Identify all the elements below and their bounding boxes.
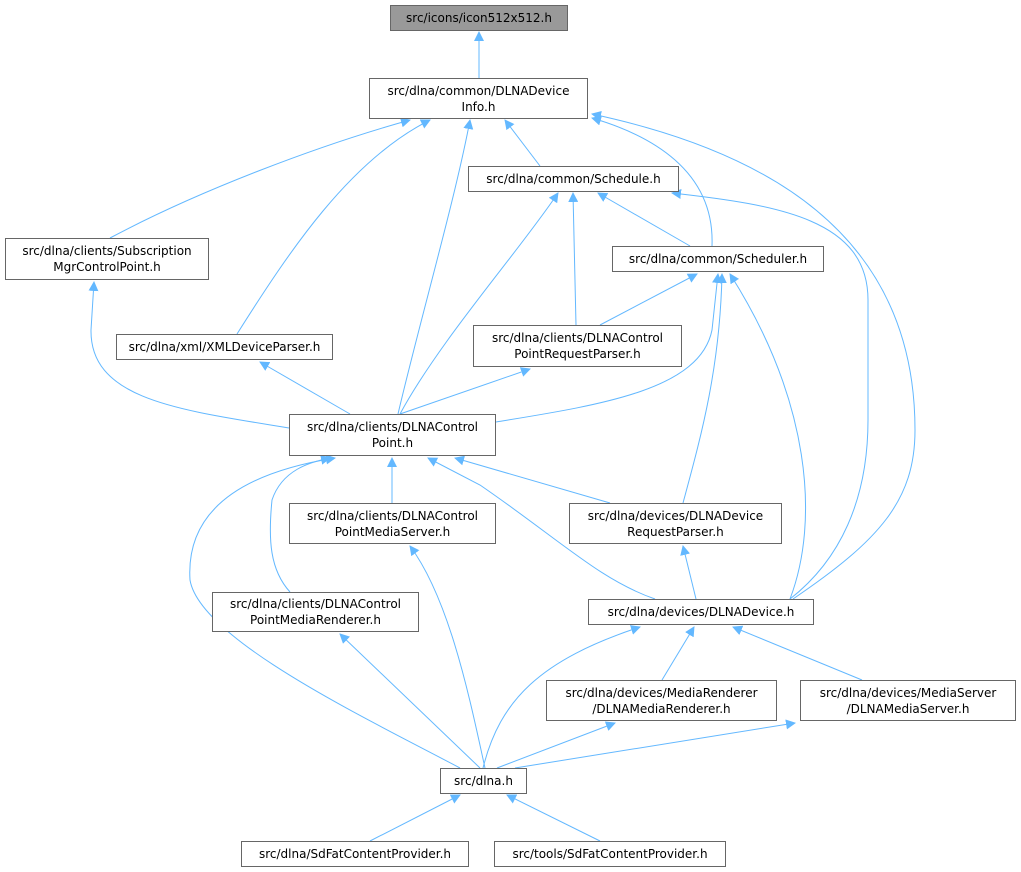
node-label: src/dlna/devices/MediaServer /DLNAMediaS… (819, 685, 997, 716)
node-subscription-mgr-control-point[interactable]: src/dlna/clients/Subscription MgrControl… (5, 238, 209, 280)
node-dlna-control-point[interactable]: src/dlna/clients/DLNAControl Point.h (289, 414, 496, 456)
edge-n5-includes-n3 (597, 192, 691, 247)
node-label: src/dlna/clients/DLNAControl Point.h (306, 420, 479, 450)
edge-n17-includes-n15 (506, 794, 601, 842)
node-label: src/dlna/clients/DLNAControl PointReques… (491, 331, 664, 361)
edge-n15-includes-n9 (409, 545, 486, 769)
node-label: src/dlna/SdFatContentProvider.h (258, 847, 452, 861)
node-label: src/dlna/devices/MediaRenderer /DLNAMedi… (565, 685, 758, 716)
edge-n6-includes-n2 (236, 119, 431, 335)
edge-n8-includes-n3 (399, 192, 559, 415)
edge-n7-includes-n3 (568, 192, 579, 326)
edge-n8-includes-n2 (397, 119, 474, 415)
edge-n7-includes-n5 (599, 273, 698, 326)
node-label: src/dlna/common/DLNADevice Info.h (387, 83, 570, 114)
node-label: src/dlna/common/Schedule.h (486, 172, 661, 186)
edge-n3-includes-n2 (504, 119, 541, 167)
node-label: src/dlna/clients/DLNAControl PointMediaS… (306, 508, 479, 539)
node-schedule[interactable]: src/dlna/common/Schedule.h (468, 166, 679, 192)
edge-n11-includes-n8 (269, 454, 331, 593)
edge-n15-includes-n11 (339, 633, 481, 769)
edge-n8-includes-n5 (495, 273, 723, 423)
node-device-request-parser[interactable]: src/dlna/devices/DLNADevice RequestParse… (569, 503, 782, 544)
node-dlna-media-renderer[interactable]: src/dlna/devices/MediaRenderer /DLNAMedi… (546, 680, 777, 721)
edge-n15-includes-n12 (482, 625, 641, 769)
edge-n12-includes-n2 (591, 110, 916, 600)
node-dlna-device[interactable]: src/dlna/devices/DLNADevice.h (588, 599, 814, 625)
edge-n13-includes-n12 (661, 626, 695, 681)
edge-n12-includes-n5 (729, 273, 807, 600)
node-control-point-media-renderer[interactable]: src/dlna/clients/DLNAControl PointMediaR… (212, 592, 419, 632)
node-dlnadeviceinfo[interactable]: src/dlna/common/DLNADevice Info.h (369, 78, 588, 119)
edge-n5-includes-n2 (591, 115, 713, 247)
node-label: src/dlna/xml/XMLDeviceParser.h (128, 340, 321, 354)
edge-n8-includes-n4 (88, 281, 290, 429)
edge-n12-includes-n8 (427, 457, 656, 600)
edge-n10-includes-n8 (454, 455, 611, 504)
edge-n15-includes-n8 (189, 454, 461, 769)
node-label: src/dlna/common/Scheduler.h (628, 252, 808, 266)
edge-n4-includes-n2 (109, 117, 411, 239)
node-control-point-media-server[interactable]: src/dlna/clients/DLNAControl PointMediaS… (289, 503, 496, 544)
node-dlna-h[interactable]: src/dlna.h (440, 768, 527, 794)
node-dlna-media-server[interactable]: src/dlna/devices/MediaServer /DLNAMediaS… (800, 680, 1016, 721)
node-dlna-sdfat-content-provider[interactable]: src/dlna/SdFatContentProvider.h (241, 841, 469, 867)
node-label: src/dlna/clients/DLNAControl PointMediaR… (229, 597, 402, 627)
node-label: src/dlna/devices/DLNADevice.h (607, 605, 795, 619)
node-icon512x512[interactable]: src/icons/icon512x512.h (390, 5, 568, 31)
node-tools-sdfat-content-provider[interactable]: src/tools/SdFatContentProvider.h (494, 841, 726, 867)
edge-n8-includes-n7 (399, 367, 531, 415)
node-xml-device-parser[interactable]: src/dlna/xml/XMLDeviceParser.h (116, 334, 333, 360)
node-control-point-request-parser[interactable]: src/dlna/clients/DLNAControl PointReques… (473, 325, 682, 367)
node-label: src/dlna.h (454, 774, 513, 788)
node-label: src/icons/icon512x512.h (406, 11, 552, 25)
edge-n14-includes-n12 (732, 625, 863, 681)
edge-n16-includes-n15 (369, 794, 461, 842)
edge-n15-includes-n14 (514, 719, 796, 769)
node-scheduler[interactable]: src/dlna/common/Scheduler.h (612, 246, 824, 272)
node-label: src/dlna/clients/Subscription MgrControl… (22, 244, 192, 274)
edge-n15-includes-n13 (496, 721, 616, 769)
edge-n12-includes-n3 (671, 189, 869, 600)
edge-n12-includes-n10 (680, 545, 697, 600)
edge-n10-includes-n5 (682, 273, 727, 504)
edge-n8-includes-n6 (259, 361, 351, 415)
node-label: src/tools/SdFatContentProvider.h (512, 847, 708, 861)
node-label: src/dlna/devices/DLNADevice RequestParse… (587, 508, 764, 539)
